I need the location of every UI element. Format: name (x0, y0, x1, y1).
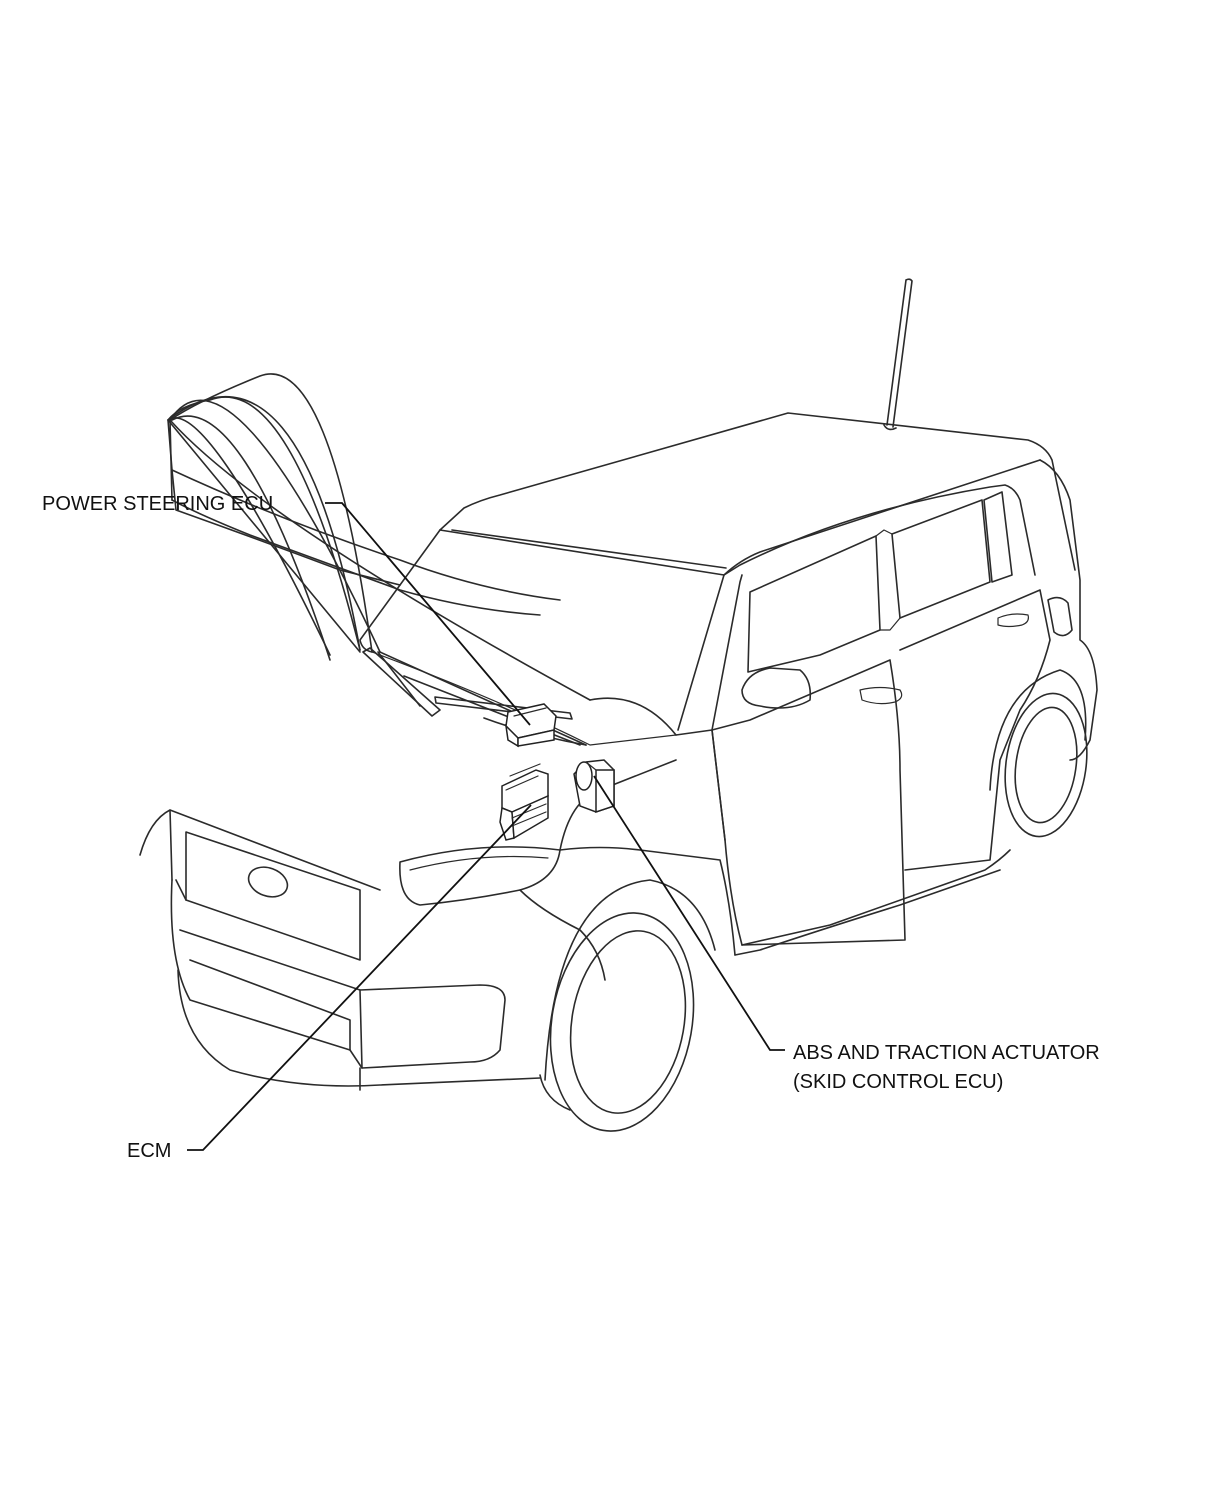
power-steering-ecu-leader (325, 502, 531, 726)
abs-actuator-label-line1: ABS AND TRACTION ACTUATOR (793, 1042, 1100, 1064)
vehicle-illustration (139, 278, 1098, 1132)
ecm-icon (499, 763, 549, 841)
power-steering-ecu-icon (504, 703, 557, 748)
leader-lines (187, 502, 785, 1151)
abs-actuator-label-line2: (SKID CONTROL ECU) (793, 1071, 1003, 1093)
power-steering-ecu-label: POWER STEERING ECU (42, 493, 273, 515)
abs-actuator-icon (573, 759, 615, 814)
abs-actuator-leader (593, 775, 785, 1051)
ecm-label: ECM (127, 1140, 171, 1162)
ecm-leader (187, 804, 532, 1151)
